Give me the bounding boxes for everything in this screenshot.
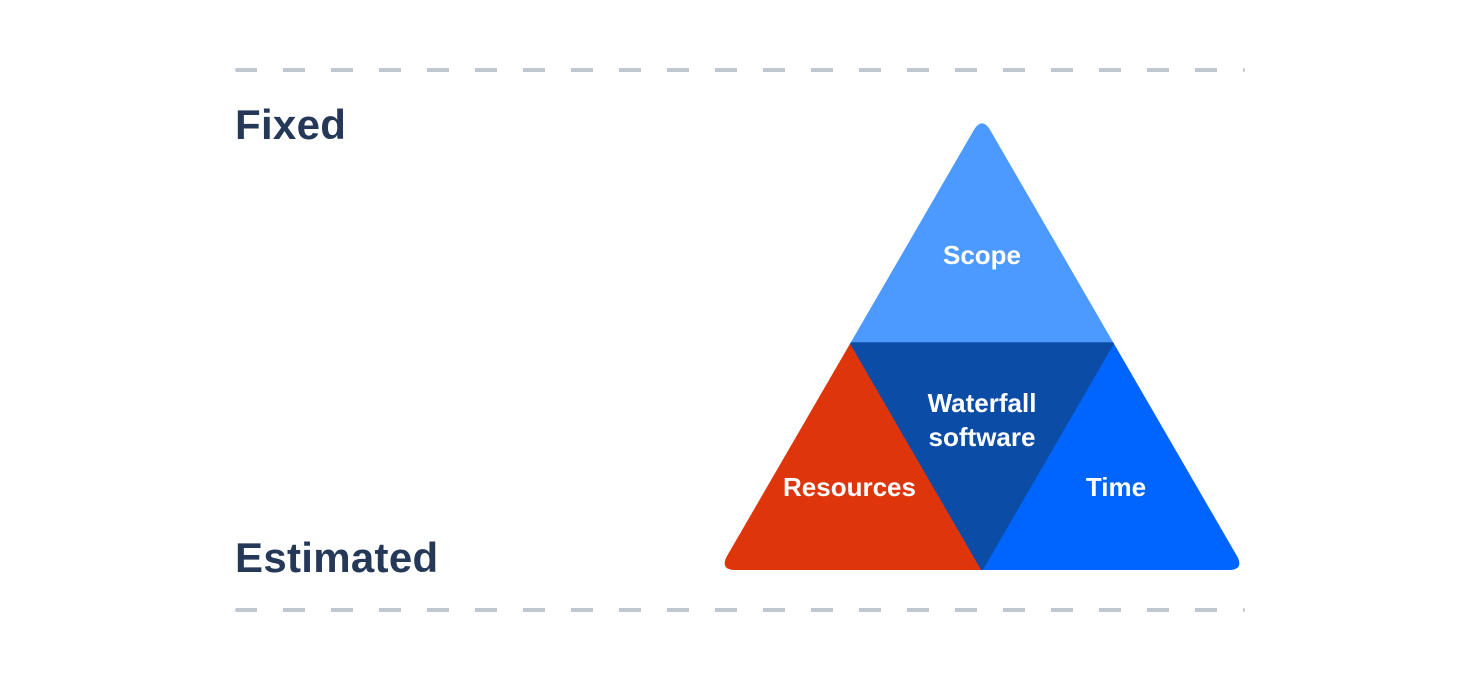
estimated-label: Estimated <box>235 534 439 581</box>
scope-label: Scope <box>943 240 1021 270</box>
scope-triangle <box>849 123 1115 344</box>
estimated-boundary-dashed-line <box>235 608 1245 612</box>
center-label-line1: Waterfall <box>928 388 1037 418</box>
fixed-boundary-dashed-line <box>235 68 1245 72</box>
fixed-label: Fixed <box>235 101 347 148</box>
waterfall-center-triangle <box>849 342 1115 570</box>
iron-triangle-diagram: Scope Waterfall software Resources Time <box>724 123 1240 570</box>
center-label-line2: software <box>929 422 1036 452</box>
resources-label: Resources <box>783 472 916 502</box>
time-label: Time <box>1086 472 1146 502</box>
